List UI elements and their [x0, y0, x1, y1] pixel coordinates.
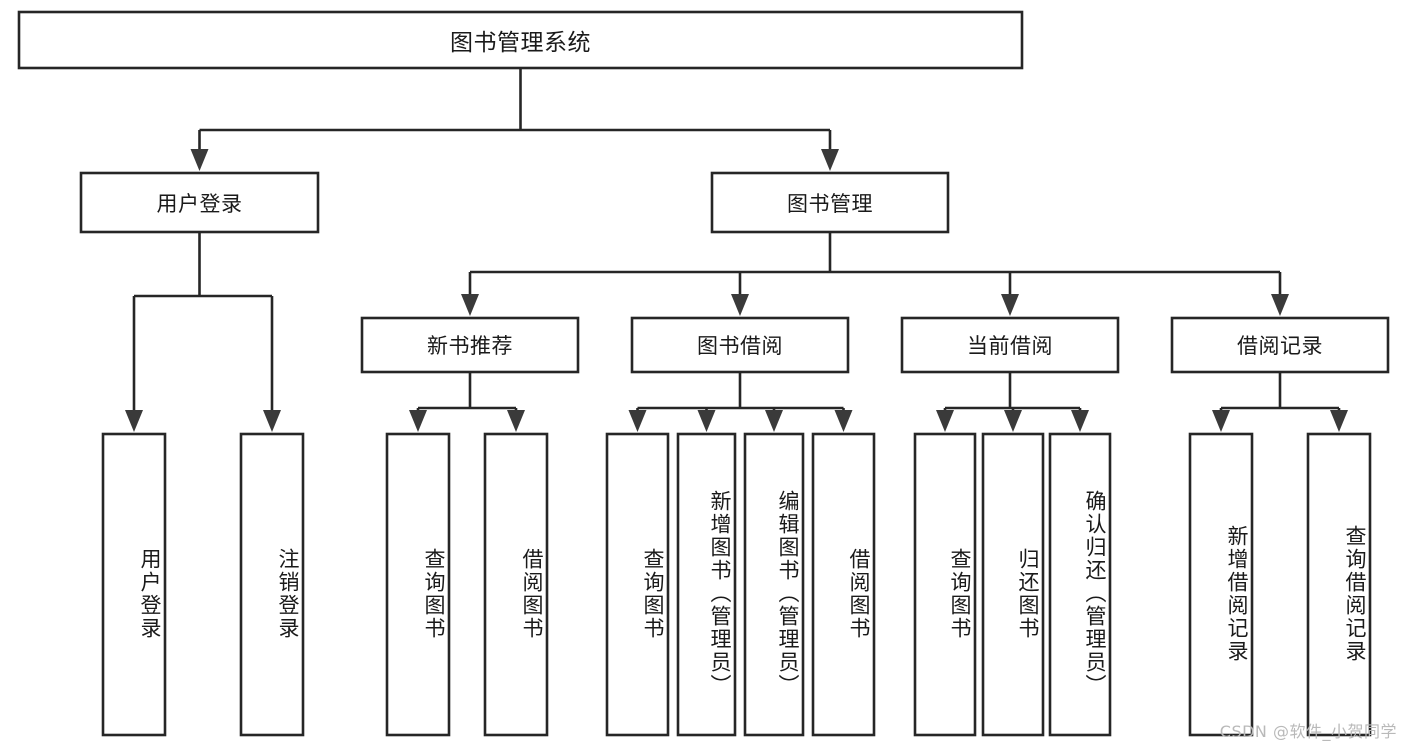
node-box-leaf-borrow-book-2[interactable] — [811, 432, 876, 737]
node-box-leaf-add-record[interactable] — [1188, 432, 1254, 737]
arrow-head-leaf-user-login — [125, 410, 143, 432]
arrow-head-new-book-rec — [461, 294, 479, 316]
node-box-leaf-query-book-3[interactable] — [913, 432, 977, 737]
arrow-head-leaf-edit-book — [765, 410, 783, 432]
arrow-head-leaf-query-book-1 — [409, 410, 427, 432]
node-box-current-borrow[interactable] — [900, 316, 1120, 374]
node-box-leaf-query-record[interactable] — [1306, 432, 1372, 737]
arrow-head-leaf-query-record — [1330, 410, 1348, 432]
arrow-head-leaf-confirm-return — [1071, 410, 1089, 432]
node-box-leaf-query-book-2[interactable] — [605, 432, 670, 737]
nodes-layer — [17, 10, 1390, 737]
node-box-book-manage[interactable] — [710, 171, 950, 234]
arrow-head-leaf-query-book-2 — [628, 410, 647, 432]
arrow-head-borrow-record — [1271, 294, 1289, 316]
arrow-head-leaf-add-record — [1212, 410, 1230, 432]
arrow-head-leaf-logout — [263, 410, 281, 432]
arrow-head-leaf-add-book — [697, 410, 716, 432]
edges-layer — [125, 68, 1348, 432]
arrow-head-leaf-return-book — [1004, 410, 1022, 432]
node-box-leaf-return-book[interactable] — [981, 432, 1045, 737]
node-box-leaf-add-book[interactable] — [676, 432, 737, 737]
arrow-head-book-manage — [821, 149, 839, 171]
node-box-book-borrow[interactable] — [630, 316, 850, 374]
node-box-leaf-edit-book[interactable] — [743, 432, 805, 737]
arrow-head-leaf-borrow-book-2 — [834, 410, 853, 432]
node-box-leaf-user-login[interactable] — [101, 432, 167, 737]
arrow-head-leaf-query-book-3 — [936, 410, 954, 432]
node-box-leaf-query-book-1[interactable] — [385, 432, 451, 737]
node-box-root[interactable] — [17, 10, 1024, 70]
node-box-leaf-borrow-book-1[interactable] — [483, 432, 549, 737]
node-box-leaf-logout[interactable] — [239, 432, 305, 737]
node-box-leaf-confirm-return[interactable] — [1048, 432, 1112, 737]
node-box-new-book-rec[interactable] — [360, 316, 580, 374]
arrow-head-user-login — [190, 149, 209, 171]
node-box-borrow-record[interactable] — [1170, 316, 1390, 374]
arrow-head-book-borrow — [731, 294, 749, 316]
csdn-watermark: CSDN @软件_小贺同学 — [1219, 722, 1397, 741]
node-box-user-login[interactable] — [79, 171, 320, 234]
arrow-head-current-borrow — [1001, 294, 1019, 316]
arrow-head-leaf-borrow-book-1 — [507, 410, 525, 432]
